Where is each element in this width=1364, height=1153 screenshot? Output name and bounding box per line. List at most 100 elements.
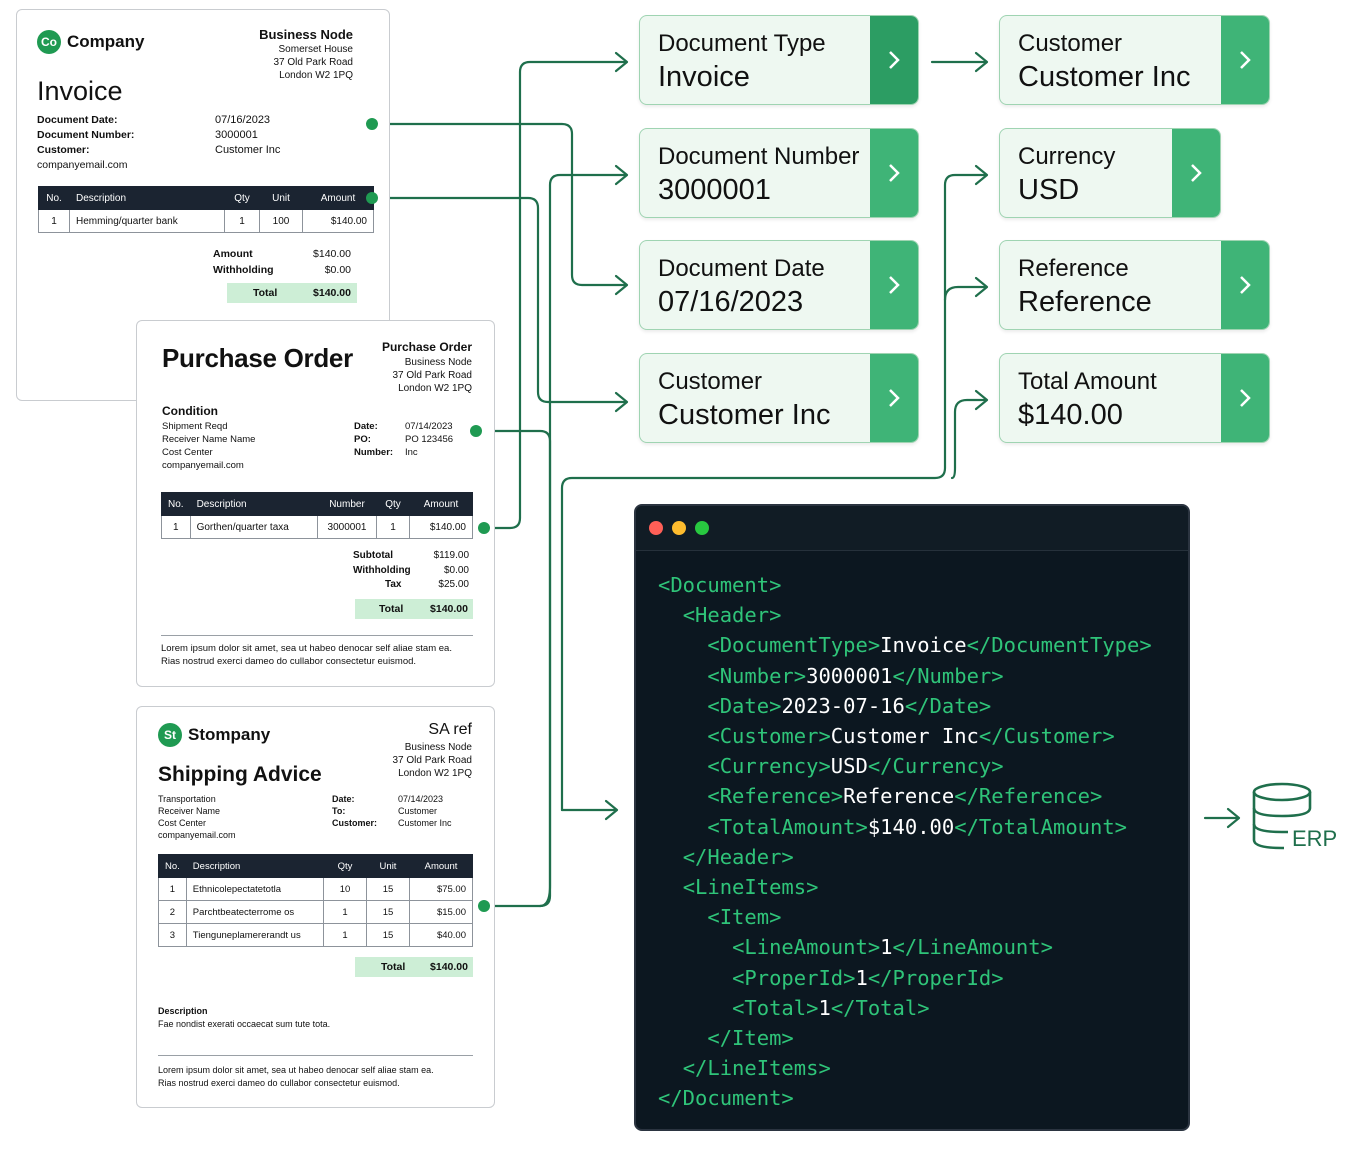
sa-items-table: No. Description Qty Unit Amount 1 Ethnic… bbox=[158, 854, 473, 947]
xml-line: <Header> bbox=[658, 600, 1152, 630]
po-footer: Lorem ipsum dolor sit amet, sea ut habeo… bbox=[161, 642, 452, 668]
meta-label: To: bbox=[332, 806, 346, 816]
field-card-document-type[interactable]: Document Type Invoice bbox=[639, 15, 919, 105]
xml-close-tag: </TotalAmount> bbox=[954, 814, 1128, 839]
shipping-advice-document: St Stompany SA ref Business Node 37 Old … bbox=[136, 706, 495, 1108]
xml-line: <Item> bbox=[658, 902, 1152, 932]
xml-value: 1 bbox=[880, 935, 893, 960]
xml-open-tag: <TotalAmount> bbox=[707, 814, 868, 839]
footer-line: Lorem ipsum dolor sit amet, sea ut habeo… bbox=[158, 1065, 434, 1075]
address-line: 37 Old Park Road bbox=[392, 755, 473, 766]
divider bbox=[161, 635, 473, 636]
address-heading: Business Node bbox=[259, 27, 353, 42]
database-icon bbox=[1252, 782, 1312, 850]
field-value: Customer Inc bbox=[1018, 61, 1191, 93]
address-line: London W2 1PQ bbox=[279, 70, 353, 81]
xml-value: Reference bbox=[843, 784, 955, 809]
xml-close-tag: </Total> bbox=[830, 995, 930, 1020]
table-cell: Hemming/quarter bank bbox=[69, 209, 225, 233]
table-cell: Gorthen/quarter taxa bbox=[189, 515, 319, 539]
invoice-title: Invoice bbox=[37, 76, 123, 106]
total-value: $119.00 bbox=[433, 550, 469, 561]
field-label: Customer bbox=[658, 368, 763, 395]
close-window-button[interactable] bbox=[649, 521, 663, 535]
xml-line: <ProperId>1</ProperId> bbox=[658, 963, 1152, 993]
field-card-customer[interactable]: Customer Customer Inc bbox=[999, 15, 1270, 105]
xml-line: <LineAmount>1</LineAmount> bbox=[658, 932, 1152, 962]
table-cell: Parchtbeatecterrome os bbox=[185, 900, 325, 924]
xml-open-tag: <Currency> bbox=[707, 754, 831, 779]
column-header: Qty bbox=[323, 854, 367, 878]
xml-line: </Item> bbox=[658, 1023, 1152, 1053]
info-line: Receiver Name bbox=[158, 806, 221, 816]
meta-label: Customer: bbox=[37, 144, 90, 156]
table-cell: 10 bbox=[323, 877, 367, 901]
po-items-table: No. Description Number Qty Amount 1 Gort… bbox=[161, 492, 473, 539]
chevron-right-icon[interactable] bbox=[1221, 241, 1269, 329]
address-line: 37 Old Park Road bbox=[392, 370, 473, 381]
address-line: 37 Old Park Road bbox=[273, 57, 354, 68]
table-cell: $75.00 bbox=[409, 877, 473, 901]
sa-address: SA ref Business Node 37 Old Park Road Lo… bbox=[393, 719, 473, 780]
field-card-customer-2[interactable]: Customer Customer Inc bbox=[639, 353, 919, 443]
chevron-right-icon[interactable] bbox=[870, 129, 918, 217]
field-card-document-date[interactable]: Document Date 07/16/2023 bbox=[639, 240, 919, 330]
chevron-right-icon[interactable] bbox=[870, 354, 918, 442]
grand-total-label: Total bbox=[381, 961, 406, 973]
chevron-right-icon[interactable] bbox=[870, 241, 918, 329]
xml-value: 1 bbox=[855, 965, 868, 990]
xml-line: <TotalAmount>$140.00</TotalAmount> bbox=[658, 812, 1152, 842]
chevron-right-icon[interactable] bbox=[1221, 354, 1269, 442]
sa-total-highlight: Total $140.00 bbox=[355, 957, 473, 977]
footer-line: Rias nostrud exerci dameo do cullabor co… bbox=[161, 656, 417, 667]
table-cell: $140.00 bbox=[409, 515, 473, 539]
column-header: Unit bbox=[366, 854, 410, 878]
address-line: Business Node bbox=[404, 357, 472, 368]
xml-close-tag: </ProperId> bbox=[867, 965, 1004, 990]
table-cell: 1 bbox=[158, 877, 187, 901]
sa-meta-labels: Date: To: Customer: bbox=[332, 793, 377, 829]
field-card-currency[interactable]: Currency USD bbox=[999, 128, 1221, 218]
field-card-total-amount[interactable]: Total Amount $140.00 bbox=[999, 353, 1270, 443]
column-header: Description bbox=[189, 492, 319, 516]
invoice-totals: Amount$140.00 Withholding$0.00 bbox=[213, 246, 351, 278]
chevron-right-icon[interactable] bbox=[870, 16, 918, 104]
stompany-name: Stompany bbox=[188, 725, 271, 744]
table-cell: 100 bbox=[259, 209, 303, 233]
xml-line: </LineItems> bbox=[658, 1053, 1152, 1083]
xml-close-tag: </Number> bbox=[892, 663, 1004, 688]
purchase-order-document: Purchase Order Purchase Order Business N… bbox=[136, 320, 495, 687]
xml-value: 2023-07-16 bbox=[781, 693, 905, 718]
condition-line: Shipment Reqd bbox=[162, 421, 228, 432]
xml-open-tag: </Header> bbox=[682, 844, 794, 869]
xml-line: <Currency>USD</Currency> bbox=[658, 751, 1152, 781]
meta-value: 07/14/2023 bbox=[398, 794, 444, 804]
xml-line: <Total>1</Total> bbox=[658, 993, 1152, 1023]
xml-line: <Document> bbox=[658, 570, 1152, 600]
minimize-window-button[interactable] bbox=[672, 521, 686, 535]
field-card-document-number[interactable]: Document Number 3000001 bbox=[639, 128, 919, 218]
xml-open-tag: <ProperId> bbox=[732, 965, 856, 990]
field-card-reference[interactable]: Reference Reference bbox=[999, 240, 1270, 330]
xml-open-tag: <Number> bbox=[707, 663, 807, 688]
column-header: Unit bbox=[259, 186, 303, 210]
maximize-window-button[interactable] bbox=[695, 521, 709, 535]
invoice-total-highlight: Total $140.00 bbox=[227, 283, 357, 303]
chevron-right-icon[interactable] bbox=[1221, 16, 1269, 104]
table-header-row: No. Description Qty Unit Amount bbox=[158, 854, 473, 878]
xml-value: $140.00 bbox=[867, 814, 955, 839]
xml-value: USD bbox=[830, 754, 868, 779]
field-label: Document Type bbox=[658, 30, 826, 57]
invoice-address: Business Node Somerset House 37 Old Park… bbox=[259, 26, 353, 82]
sa-footer: Lorem ipsum dolor sit amet, sea ut habeo… bbox=[158, 1064, 434, 1090]
field-value: 3000001 bbox=[658, 174, 771, 206]
meta-label: Date: bbox=[332, 794, 355, 804]
address-line: London W2 1PQ bbox=[398, 768, 472, 779]
table-cell: $40.00 bbox=[409, 923, 473, 947]
xml-open-tag: <Customer> bbox=[707, 724, 831, 749]
invoice-meta-values: 07/16/2023 3000001 Customer Inc bbox=[215, 113, 280, 158]
meta-label: Date: bbox=[354, 421, 378, 432]
column-header: No. bbox=[158, 854, 187, 878]
chevron-right-icon[interactable] bbox=[1172, 129, 1220, 217]
invoice-items-table: No. Description Qty Unit Amount 1 Hemmin… bbox=[38, 186, 374, 233]
